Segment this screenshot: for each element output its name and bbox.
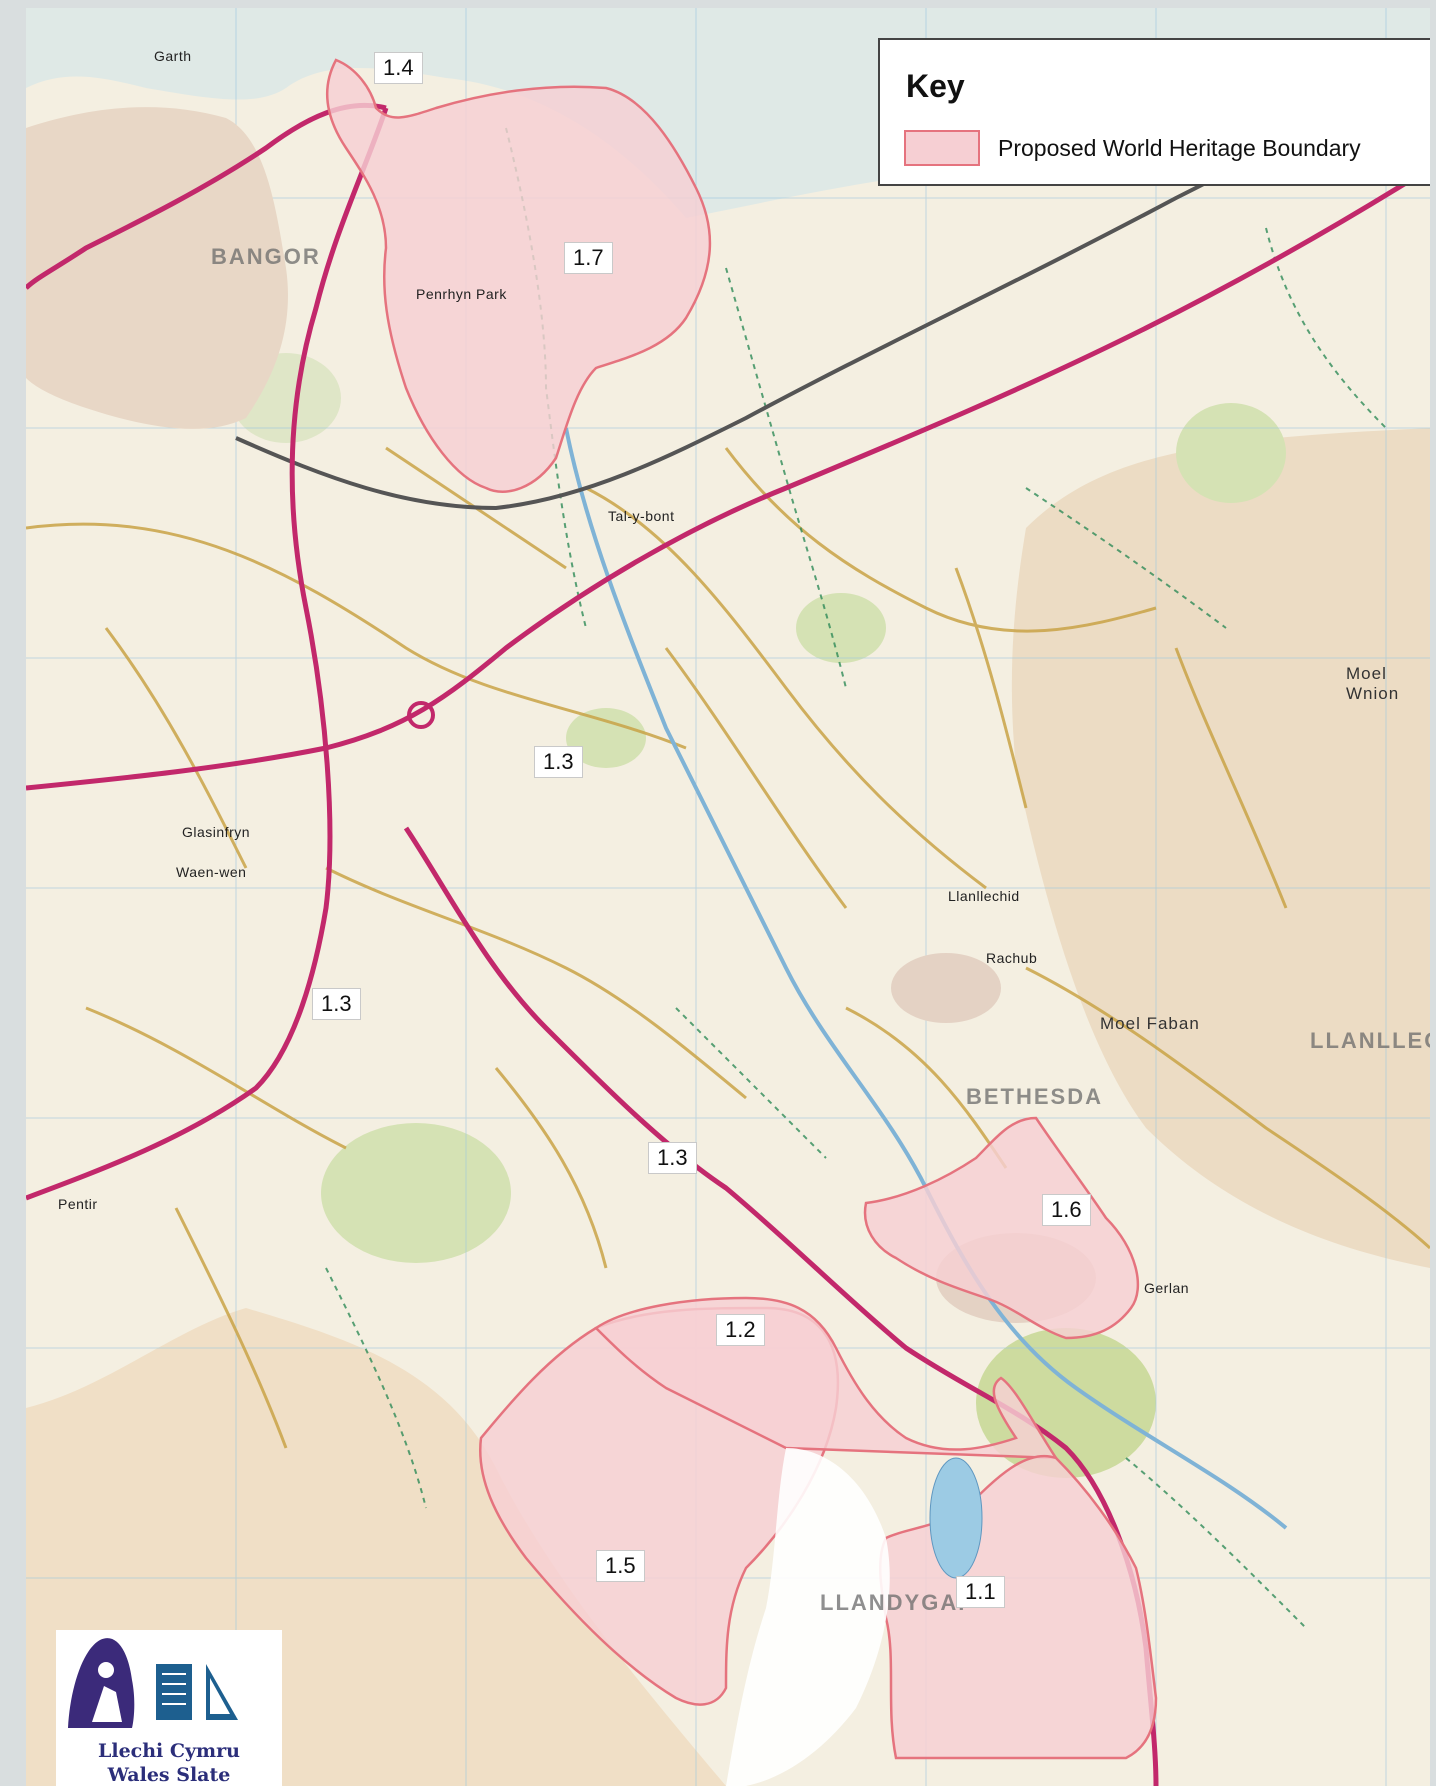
place-label-glasinfryn: Glasinfryn [182,824,251,840]
river-ogwen [564,427,1288,1530]
woodland-patch [566,708,646,768]
place-label-pentir: Pentir [58,1196,98,1212]
boundary-area-1-2 [594,1296,1059,1460]
place-label-rachub: Rachub [986,950,1038,966]
map-key: Key Proposed World Heritage Boundary [878,38,1430,186]
place-label-llanllechid: LLANLLECH [1310,1028,1430,1053]
area-label-1-7: 1.7 [564,242,613,274]
boundary-area-1-7 [326,58,712,493]
key-title: Key [906,68,965,104]
woodland-patch [321,1123,511,1263]
boundary-area-1-6 [863,1116,1140,1340]
woodland-patch [1176,403,1286,503]
building-icon [156,1664,192,1720]
place-label-penrhyn-park: Penrhyn Park [416,286,507,302]
urban-bangor [26,107,288,429]
place-label-llandygai: LLANDYGAI [820,1590,967,1615]
area-label-1-4: 1.4 [374,52,423,84]
urban-rachub [891,953,1001,1023]
area-label-1-2: 1.2 [716,1314,765,1346]
place-label-bethesda: BETHESDA [966,1084,1104,1109]
legend-swatch-boundary [904,130,980,166]
moorland-east [1011,428,1430,1268]
area-label-1-3-west: 1.3 [312,988,361,1020]
woodland-patch [796,593,886,663]
slate-worker-head [98,1662,114,1678]
place-label-garth: Garth [154,48,192,64]
place-label-bangor: BANGOR [211,244,321,269]
logo-text-english: Wales Slate [107,1764,231,1786]
place-label-llanllechid-village: Llanllechid [948,888,1020,904]
area-label-1-5: 1.5 [596,1550,645,1582]
heritage-boundaries [326,58,1158,1760]
slate-worker-body [92,1686,122,1722]
legend-label-boundary: Proposed World Heritage Boundary [998,135,1361,161]
place-label-gerlan: Gerlan [1144,1280,1190,1296]
map-frame[interactable]: BANGOR BETHESDA LLANDYGAI LLANLLECH Moel… [26,8,1430,1786]
place-label-moel-faban: Moel Faban [1100,1014,1200,1033]
logo-emblem [68,1638,238,1728]
place-label-moel-wnion: Moel Wnion [1346,664,1400,703]
area-label-1-1: 1.1 [956,1576,1005,1608]
place-label-tal-y-bont: Tal-y-bont [608,508,675,524]
place-label-waen-wen: Waen-wen [176,864,247,880]
map-canvas[interactable] [26,8,1430,1786]
quarry-tips [726,1448,890,1786]
area-label-1-6: 1.6 [1042,1194,1091,1226]
area-label-1-3-north: 1.3 [534,746,583,778]
area-label-1-3-south: 1.3 [648,1142,697,1174]
quarry-lake [929,1457,983,1579]
logo-llechi-cymru: Llechi Cymru Wales Slate [56,1630,282,1786]
roundabout [407,701,435,729]
logo-text-welsh: Llechi Cymru [98,1740,240,1762]
